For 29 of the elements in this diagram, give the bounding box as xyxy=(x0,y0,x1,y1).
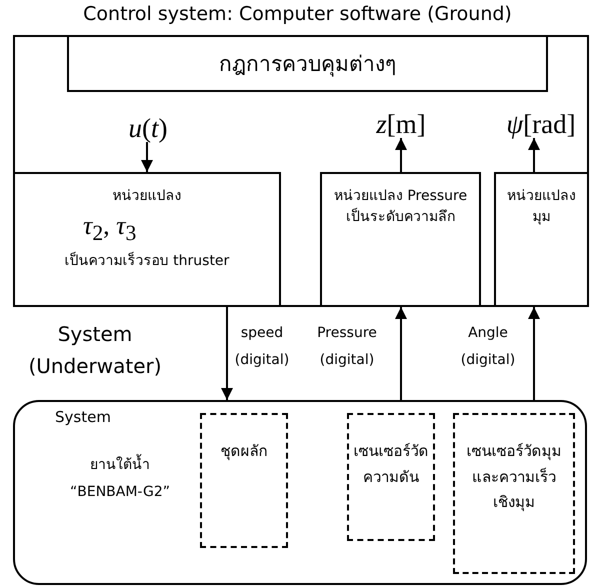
box-title: System xyxy=(55,408,111,426)
formula: τ$_{2}$, τ$_{3}$ xyxy=(83,213,136,245)
box-label: เซนเซอร์วัดมุมและความเร็วเชิงมุม xyxy=(466,441,562,514)
component-box xyxy=(200,413,288,548)
signal-label: z[m] xyxy=(376,111,426,138)
box-label: เป็นความเร็วรอบ thruster xyxy=(64,250,230,271)
arrow xyxy=(221,307,233,400)
box-label: ชุดผลัก xyxy=(220,441,268,462)
control-rules-box xyxy=(67,35,548,92)
box-label: หน่วยแปลง xyxy=(112,187,182,206)
box-label: หน่วยแปลง Pressure เป็นระดับความลึก xyxy=(332,187,468,227)
system-heading: System (Underwater) xyxy=(27,321,163,380)
signal-label: ψ[rad] xyxy=(506,111,576,138)
arrow xyxy=(395,138,407,172)
system-heading: Control system: Computer software (Ground) xyxy=(82,3,513,25)
component-box xyxy=(453,413,575,574)
arrow xyxy=(528,138,540,172)
signal-label: u(t) xyxy=(128,115,168,142)
converter-box xyxy=(13,172,281,307)
converter-box xyxy=(494,172,589,307)
box-label: กฎการควบคุมต่างๆ xyxy=(219,51,396,79)
component-box xyxy=(347,413,435,541)
converter-box xyxy=(320,172,481,307)
box-label: เซนเซอร์วัดความดัน xyxy=(353,441,429,488)
box-label: หน่วยแปลงมุม xyxy=(506,187,577,227)
arrow xyxy=(528,307,540,400)
arrow xyxy=(395,307,407,400)
vehicle-label: ยานใต้น้ำ “BENBAM-G2” xyxy=(55,452,185,506)
arrow xyxy=(141,142,153,172)
